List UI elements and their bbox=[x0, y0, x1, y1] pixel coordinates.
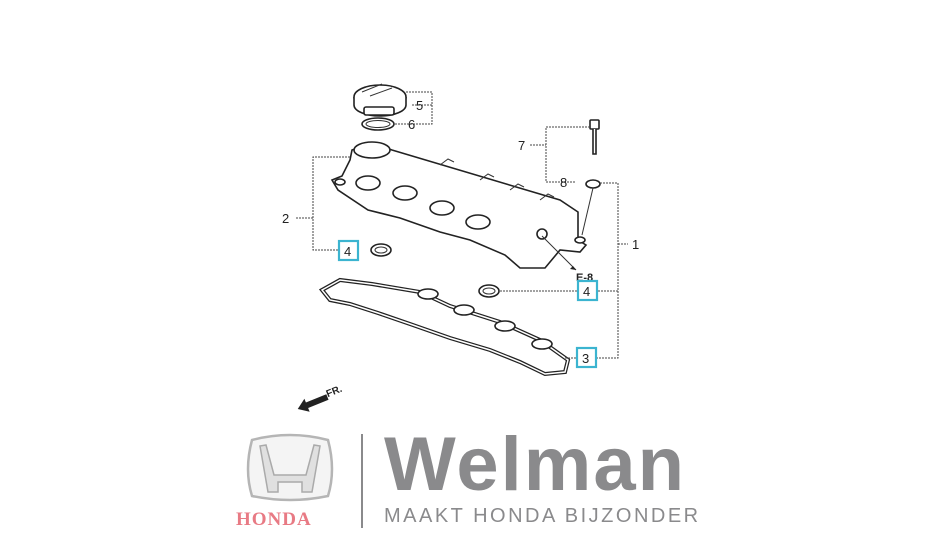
callout-4-highlight bbox=[337, 239, 360, 262]
callout-6[interactable]: 6 bbox=[408, 117, 415, 132]
logo-divider bbox=[361, 434, 363, 528]
callout-7[interactable]: 7 bbox=[518, 138, 525, 153]
dealer-tagline: MAAKT HONDA BIJZONDER bbox=[384, 505, 701, 527]
callout-3-highlight bbox=[575, 346, 598, 369]
callout-3[interactable]: 3 bbox=[582, 351, 589, 366]
callout-4-left[interactable]: 4 bbox=[344, 244, 351, 259]
plug-seal-right[interactable] bbox=[478, 284, 500, 298]
callout-8[interactable]: 8 bbox=[560, 175, 567, 190]
dealer-name: Welman bbox=[384, 422, 687, 507]
plug-seal-left[interactable] bbox=[370, 243, 392, 257]
callout-1[interactable]: 1 bbox=[632, 237, 639, 252]
front-direction-label: FR. bbox=[325, 384, 344, 400]
callout-4-right[interactable]: 4 bbox=[583, 284, 590, 299]
cover-gasket[interactable] bbox=[318, 277, 571, 377]
leader-lines bbox=[296, 91, 628, 359]
oil-filler-cap[interactable] bbox=[353, 83, 407, 117]
grommet[interactable] bbox=[581, 179, 601, 236]
honda-wordmark: HONDA bbox=[236, 509, 312, 530]
front-direction-arrow-icon bbox=[297, 394, 329, 412]
honda-logo-icon bbox=[246, 433, 334, 502]
filler-cap-seal[interactable] bbox=[361, 117, 395, 131]
bolt[interactable] bbox=[589, 119, 600, 155]
callout-2[interactable]: 2 bbox=[282, 211, 289, 226]
callout-5[interactable]: 5 bbox=[416, 98, 423, 113]
callout-4-highlight bbox=[576, 279, 599, 302]
valve-cover[interactable] bbox=[330, 141, 588, 269]
